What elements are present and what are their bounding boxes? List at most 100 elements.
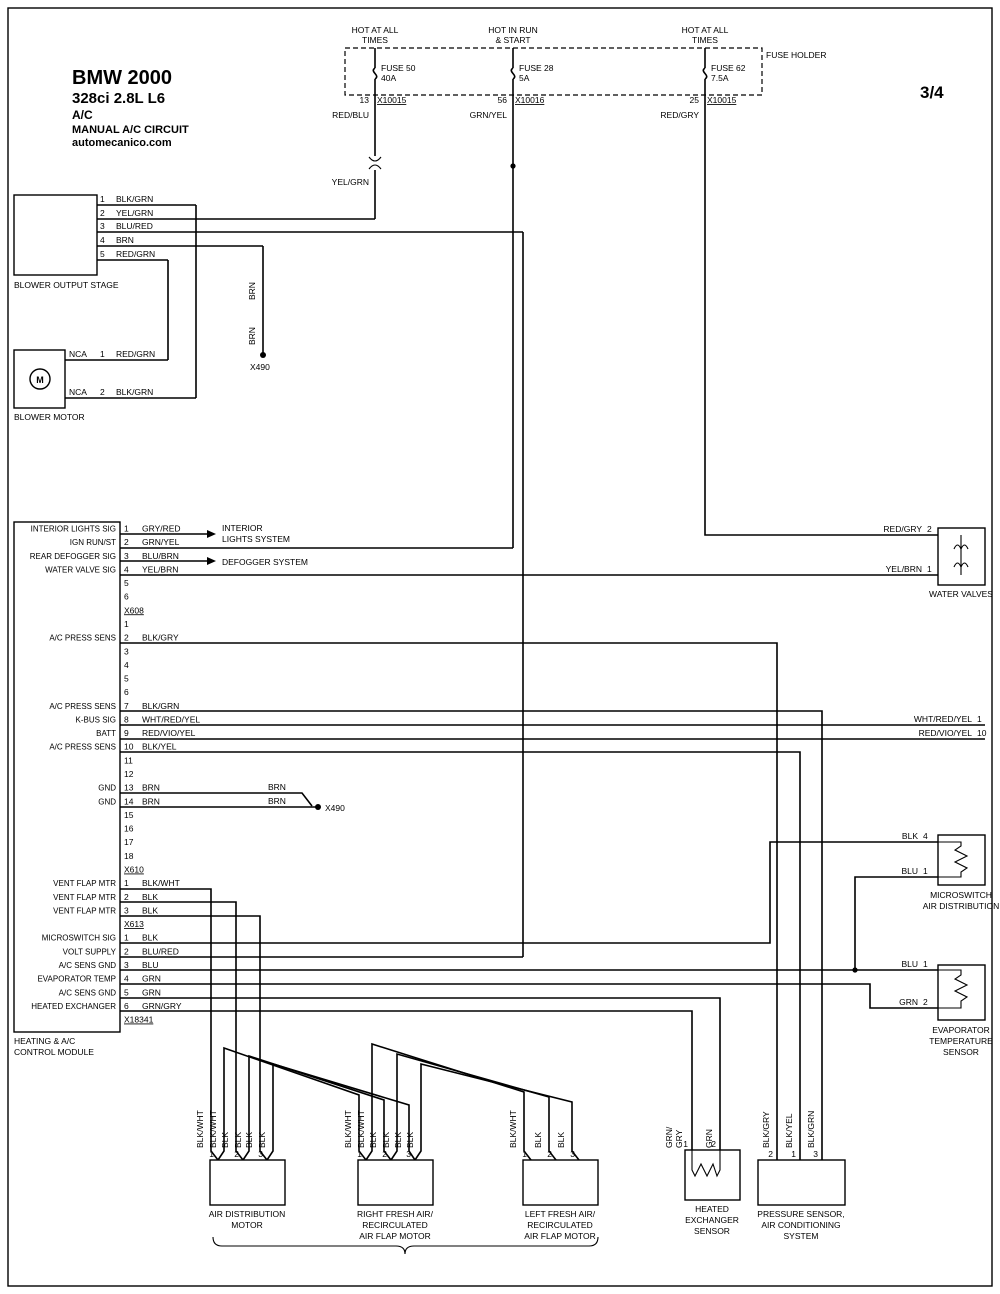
right-flap-motor-box bbox=[357, 1159, 434, 1206]
pressure-sensor-box bbox=[757, 1159, 846, 1206]
heated-exchanger-sensor: 1 2 GRN/ GRY GRN HEATED EXCHANGER SENSOR bbox=[664, 1126, 741, 1236]
ground-label: X490 bbox=[325, 803, 345, 813]
wire-color-label: BRN bbox=[247, 282, 257, 300]
module-pin-number: 1 bbox=[124, 524, 129, 534]
module-wire-color: YEL/BRN bbox=[142, 564, 178, 574]
module-pin-number: 3 bbox=[124, 905, 129, 915]
microswitch-air-distribution: BLK 4 BLU 1 MICROSWITCH AIR DISTRIBUTION bbox=[901, 831, 999, 911]
wire-segment bbox=[120, 983, 938, 1009]
fuse-holder-box bbox=[344, 47, 763, 96]
wire-color-label: BLK/WHT bbox=[195, 1110, 205, 1148]
wire-segment bbox=[854, 876, 938, 970]
component-label: SYSTEM bbox=[784, 1231, 819, 1241]
module-pin-number: 2 bbox=[124, 537, 129, 547]
air-distribution-motor: 1 2 3 BLK/WHT BLK/WHT BLK BLK BLK BLK AI… bbox=[195, 1110, 286, 1230]
left-flap-motor-box bbox=[522, 1159, 599, 1206]
arrowhead bbox=[207, 557, 216, 565]
module-wire-color: BLK bbox=[142, 892, 158, 902]
module-pin-number: 13 bbox=[124, 783, 134, 793]
system-references: INTERIOR LIGHTS SYSTEM DEFOGGER SYSTEM bbox=[222, 523, 308, 567]
header: BMW 2000 328ci 2.8L L6 A/C MANUAL A/C CI… bbox=[72, 67, 944, 149]
water-valves-box bbox=[937, 527, 986, 586]
pin-number: 3 bbox=[258, 1149, 263, 1159]
component-label: HEATING & A/C bbox=[14, 1036, 75, 1046]
control-module-box bbox=[13, 521, 121, 1033]
wire-color-label: BRN bbox=[247, 327, 257, 345]
module-wire-color: RED/VIO/YEL bbox=[142, 728, 196, 738]
fuse-symbol bbox=[372, 67, 378, 80]
circuit-label: MANUAL A/C CIRCUIT bbox=[72, 124, 189, 136]
module-wire-color: WHT/RED/YEL bbox=[142, 715, 200, 725]
ground-dot bbox=[260, 352, 266, 358]
module-signal-label: BATT bbox=[96, 729, 116, 738]
module-signal-label: GND bbox=[98, 784, 116, 793]
component-label: RIGHT FRESH AIR/ bbox=[357, 1209, 434, 1219]
pin-number: 3 bbox=[813, 1149, 818, 1159]
module-pin-number: 16 bbox=[124, 824, 134, 834]
module-wire-color: BLK/YEL bbox=[142, 742, 177, 752]
module-signal-label: IGN RUN/ST bbox=[70, 538, 116, 547]
wire-color-label: BRN bbox=[268, 796, 286, 806]
pin-tag: NCA bbox=[69, 349, 87, 359]
wire-color-label: GRN bbox=[704, 1129, 714, 1148]
component-label: AIR DISTRIBUTION bbox=[923, 901, 1000, 911]
fuse-name: FUSE 28 bbox=[519, 63, 554, 73]
connector-pin: 25 bbox=[690, 95, 700, 105]
system-ref-label: INTERIOR bbox=[222, 523, 263, 533]
component-label: HEATED bbox=[695, 1204, 729, 1214]
connector-name: X10015 bbox=[377, 95, 407, 105]
module-pin-number: 5 bbox=[124, 578, 129, 588]
pin-number: 2 bbox=[923, 997, 928, 1007]
module-wire-color: BLK/WHT bbox=[142, 878, 180, 888]
module-wires: BRN BRN X490 bbox=[120, 530, 985, 1161]
module-wire-color: BLU/RED bbox=[142, 946, 179, 956]
wire-color-label: BLK bbox=[220, 1132, 230, 1148]
wire-color-label: YEL/GRN bbox=[332, 177, 369, 187]
wire-segment bbox=[120, 888, 219, 1161]
wire-color-label: BLK/GRN bbox=[116, 194, 153, 204]
arrowhead bbox=[207, 530, 216, 538]
module-pin-number: 6 bbox=[124, 1001, 129, 1011]
pin-number: 1 bbox=[923, 959, 928, 969]
valve-coil-symbol bbox=[953, 562, 969, 569]
module-pin-number: 8 bbox=[124, 715, 129, 725]
module-pin-number: 4 bbox=[124, 660, 129, 670]
wire-color-label: BLK/GRN bbox=[116, 387, 153, 397]
pin-number: 1 bbox=[100, 349, 105, 359]
component-label: WATER VALVES bbox=[929, 589, 993, 599]
hot-label: TIMES bbox=[362, 35, 388, 45]
wire-color-label: BLK bbox=[405, 1132, 415, 1148]
component-label: BLOWER MOTOR bbox=[14, 412, 85, 422]
module-pin-number: 3 bbox=[124, 551, 129, 561]
wire-color-label: BLK bbox=[556, 1132, 566, 1148]
component-label: SENSOR bbox=[694, 1226, 730, 1236]
wire-color-label: BLK/WHT bbox=[343, 1110, 353, 1148]
module-wire-color: BLU bbox=[142, 960, 159, 970]
wire-color-label: BLK bbox=[244, 1132, 254, 1148]
component-label: BLOWER OUTPUT STAGE bbox=[14, 280, 119, 290]
pin-tag: NCA bbox=[69, 387, 87, 397]
wire-segment bbox=[120, 751, 801, 1160]
wire-color-label: BLK bbox=[381, 1132, 391, 1148]
module-pin-number: 3 bbox=[124, 646, 129, 656]
pin-number: 1 bbox=[923, 866, 928, 876]
group-brace bbox=[212, 1236, 599, 1255]
component-label: CONTROL MODULE bbox=[14, 1047, 94, 1057]
module-pin-number: 1 bbox=[124, 619, 129, 629]
pin-number: 1 bbox=[209, 1149, 214, 1159]
fuse-amps: 5A bbox=[519, 73, 530, 83]
pin-number: 2 bbox=[927, 524, 932, 534]
component-label: LEFT FRESH AIR/ bbox=[525, 1209, 596, 1219]
wire-color-label: BLK bbox=[393, 1132, 403, 1148]
module-pin-number: 15 bbox=[124, 810, 134, 820]
blower-motor-box bbox=[13, 349, 66, 409]
fuse-symbol bbox=[702, 67, 708, 80]
wire-color-label: BLK bbox=[368, 1132, 378, 1148]
module-pin-number: 6 bbox=[124, 592, 129, 602]
left-flap-motor: 1 2 3 BLK/WHT BLK BLK LEFT FRESH AIR/ RE… bbox=[508, 1110, 599, 1241]
component-label: PRESSURE SENSOR, bbox=[757, 1209, 844, 1219]
module-pin-number: 2 bbox=[124, 892, 129, 902]
fuse-name: FUSE 50 bbox=[381, 63, 416, 73]
wire-color-label: BLK bbox=[902, 831, 918, 841]
